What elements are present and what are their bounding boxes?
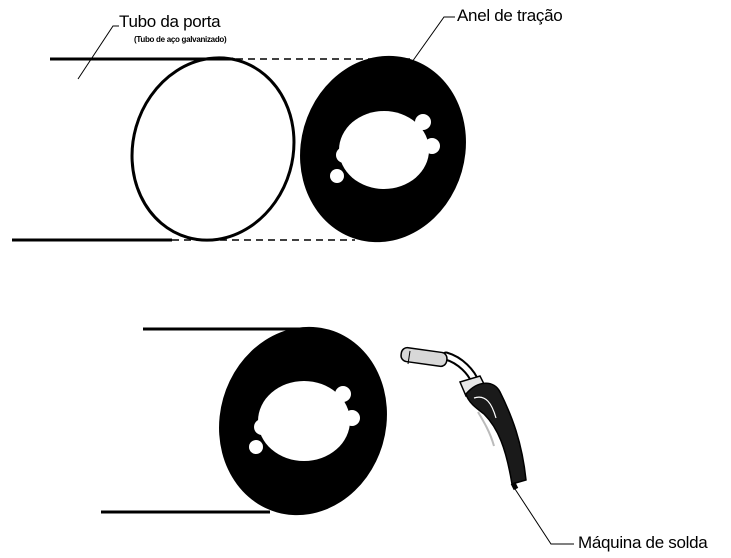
tube-end-opening [130, 56, 296, 242]
traction-ring-label: Anel de tração [457, 6, 563, 25]
door-tube-leader-line [77, 25, 119, 80]
traction-ring [300, 55, 466, 243]
traction-ring-leader-line [411, 16, 455, 63]
tube-with-ring-exploded-view [12, 16, 466, 243]
door-tube-label: Tubo da porta [119, 12, 221, 31]
tube-with-ring-welding-view [101, 326, 574, 545]
welding-machine-label: Máquina de solda [578, 533, 708, 552]
welding-machine-leader-line [514, 488, 574, 545]
door-tube-material-note: (Tubo de aço galvanizado) [134, 35, 227, 44]
traction-ring-mounted [219, 326, 387, 516]
welding-torch-icon [400, 346, 527, 491]
